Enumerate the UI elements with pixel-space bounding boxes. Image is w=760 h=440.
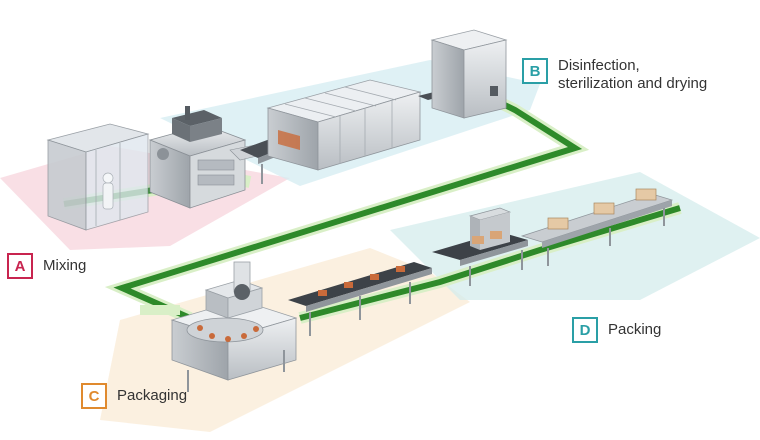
mixing-cabinet: [46, 123, 150, 231]
zone-a-label: A Mixing: [7, 253, 86, 279]
zone-c-badge: C: [81, 383, 107, 409]
sterilization-tunnel: [266, 79, 460, 171]
roller-conveyor-d: [520, 188, 674, 266]
zone-a-name: Mixing: [43, 257, 87, 274]
zone-b-name-line2: sterilization and drying: [558, 75, 708, 92]
dryer-tower: [430, 29, 508, 119]
carton-packer: [432, 207, 528, 286]
zone-d-badge: D: [572, 317, 598, 343]
zone-d-label: D Packing: [572, 317, 661, 343]
zone-b-badge: B: [522, 58, 548, 84]
zone-a-badge: A: [7, 253, 33, 279]
packaging-machine: [170, 261, 298, 392]
zone-b-name-line1: Disinfection,: [558, 57, 640, 74]
zone-c-name: Packaging: [117, 387, 188, 404]
zone-d-name: Packing: [608, 321, 662, 338]
zone-b-label: B Disinfection, sterilization and drying: [522, 57, 707, 93]
zone-b-name: Disinfection, sterilization and drying: [558, 57, 707, 93]
mixer-machine: [148, 106, 301, 209]
zone-c-label: C Packaging: [81, 383, 187, 409]
packaging-conveyor: [288, 262, 432, 336]
